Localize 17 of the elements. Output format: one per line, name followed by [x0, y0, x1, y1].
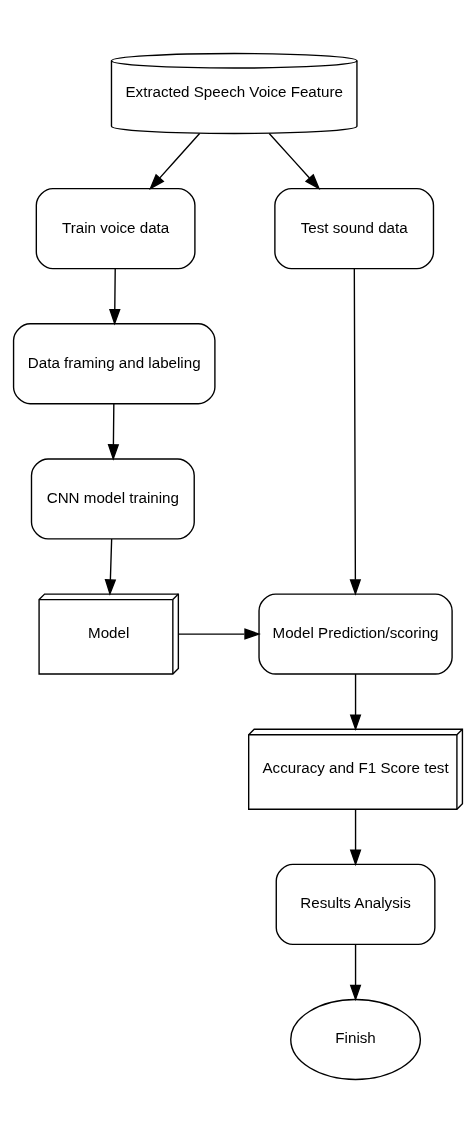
node-ellipse: Finish	[290, 998, 422, 1081]
arrow	[149, 132, 201, 190]
node-box: Model Prediction/scoring	[258, 593, 453, 675]
arrow	[349, 673, 362, 731]
arrow	[104, 538, 117, 596]
node-box: Train voice data	[35, 187, 196, 270]
node-box: Test sound data	[274, 187, 435, 270]
node-box: Results Analysis	[275, 863, 436, 946]
arrow	[109, 268, 121, 326]
arrow	[107, 403, 120, 461]
arrow	[349, 808, 362, 867]
arrow	[177, 628, 261, 640]
arrow	[349, 943, 362, 1002]
arrow	[349, 268, 362, 596]
node-box: CNN model training	[30, 458, 195, 540]
node-box: Data framing and labeling	[12, 323, 216, 405]
arrow	[268, 132, 321, 190]
